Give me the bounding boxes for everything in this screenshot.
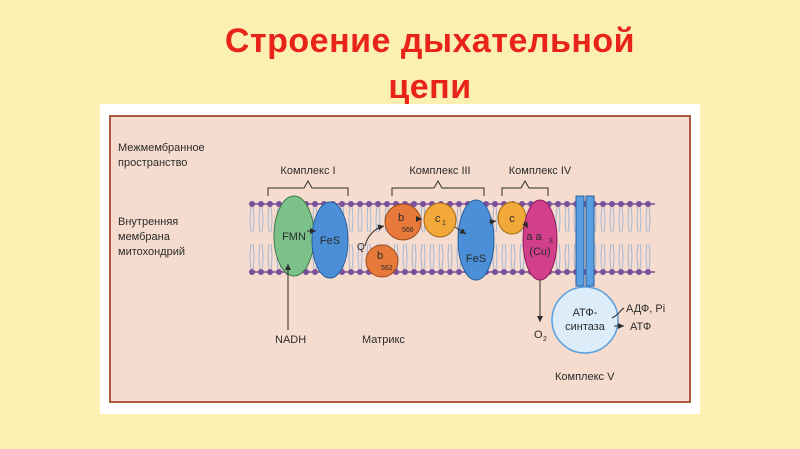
o2-subscript: 2 [543,336,547,343]
q-to-b-arrow [364,224,385,247]
lipid-tail [429,243,435,270]
o2-label: O [534,329,543,341]
lipid-tail [267,243,273,270]
lipid-tail [438,243,444,270]
lipid-tail [420,243,426,270]
nadh-label: NADH [275,334,306,346]
c1-subscript: 1 [442,220,446,227]
lipid-tail [600,206,606,233]
lipid-tail [447,243,453,270]
lipid-tail [510,243,516,270]
q-label: Q [357,242,365,253]
lipid-tail [249,206,255,233]
synthase-label-1: АТФ- [573,307,598,319]
b562-subscript: 562 [381,265,393,272]
cytochrome-b562 [365,244,399,278]
title-line-1: Строение дыхательной [224,22,636,60]
aa3-label: a a [526,231,542,243]
title-line-2: цепи [388,68,472,106]
lipid-tail [645,243,651,270]
lipid-tail [402,243,408,270]
label-intermembrane-2: пространство [118,157,187,169]
lipid-tail [258,243,264,270]
diagram-figure: Межмембранное пространство Внутренняя ме… [100,104,700,414]
atp-label: АТФ [630,321,651,333]
label-complex-5: Комплекс V [555,371,615,383]
label-intermembrane-1: Межмембранное [118,142,205,154]
lipid-tail [627,243,633,270]
lipid-tail [357,243,363,270]
synthase-stalk-left [575,195,585,287]
b566-label: b [398,212,404,224]
slide-title: Строение дыхательной цепи [150,18,710,110]
lipid-tail [348,243,354,270]
adp-pi-label: АДФ, Pi [626,303,665,315]
cu-label: (Cu) [529,246,550,258]
complex-4: a a 3 (Cu) [522,199,558,322]
lipid-tail [645,206,651,233]
c-label: c [509,213,515,225]
lipid-tail [609,206,615,233]
b566-subscript: 566 [402,227,414,234]
aa3-subscript: 3 [549,238,553,245]
lipid-tail [249,243,255,270]
lipid-tail [618,243,624,270]
lipid-tail [609,243,615,270]
synthase-label-2: синтаза [565,321,606,333]
lipid-tail [564,206,570,233]
label-complex-1: Комплекс I [280,165,335,177]
label-inner-membrane-2: мембрана [118,231,171,243]
lipid-tail [636,243,642,270]
lipid-tail [564,243,570,270]
lipid-tail [600,243,606,270]
matrix-label: Матрикс [362,334,405,346]
lipid-tail [366,206,372,233]
lipid-tail [636,206,642,233]
lipid-tail [348,206,354,233]
label-inner-membrane-1: Внутренняя [118,216,178,228]
label-inner-membrane-3: митохондрий [118,246,185,258]
bracket-complex-1: Комплекс I [267,165,349,196]
lipid-tail [258,206,264,233]
lipid-tail [267,206,273,233]
bracket-complex-4: Комплекс IV [501,165,572,196]
bracket-complex-3: Комплекс III [391,165,485,196]
fes-label-1: FeS [320,235,340,247]
c1-label: c [435,213,441,225]
complex-3: b 566 b 562 c 1 FeS [365,199,495,281]
lipid-tail [618,206,624,233]
b562-label: b [377,250,383,262]
lipid-tail [357,206,363,233]
lipid-tail [501,243,507,270]
fes-subunit-1 [311,201,349,279]
cytochrome-b566 [384,203,422,241]
cytochrome-c1 [423,202,457,238]
fes-subunit-3 [457,199,495,281]
label-complex-4: Комплекс IV [509,165,572,177]
complex-5: АТФ- синтаза АДФ, Pi АТФ Комплекс V [551,195,665,383]
diagram-panel [109,115,691,403]
fes-label-3: FeS [466,253,486,265]
nadh-arrow: NADH [275,264,306,346]
lipid-tail [411,243,417,270]
fmn-label: FMN [282,231,306,243]
atp-synthase [551,286,619,354]
lipid-tail [627,206,633,233]
respiratory-chain-diagram: Межмембранное пространство Внутренняя ме… [109,115,691,403]
complex-1: FMN FeS [273,195,349,279]
label-complex-3: Комплекс III [409,165,470,177]
synthase-stalk-right [585,195,595,287]
